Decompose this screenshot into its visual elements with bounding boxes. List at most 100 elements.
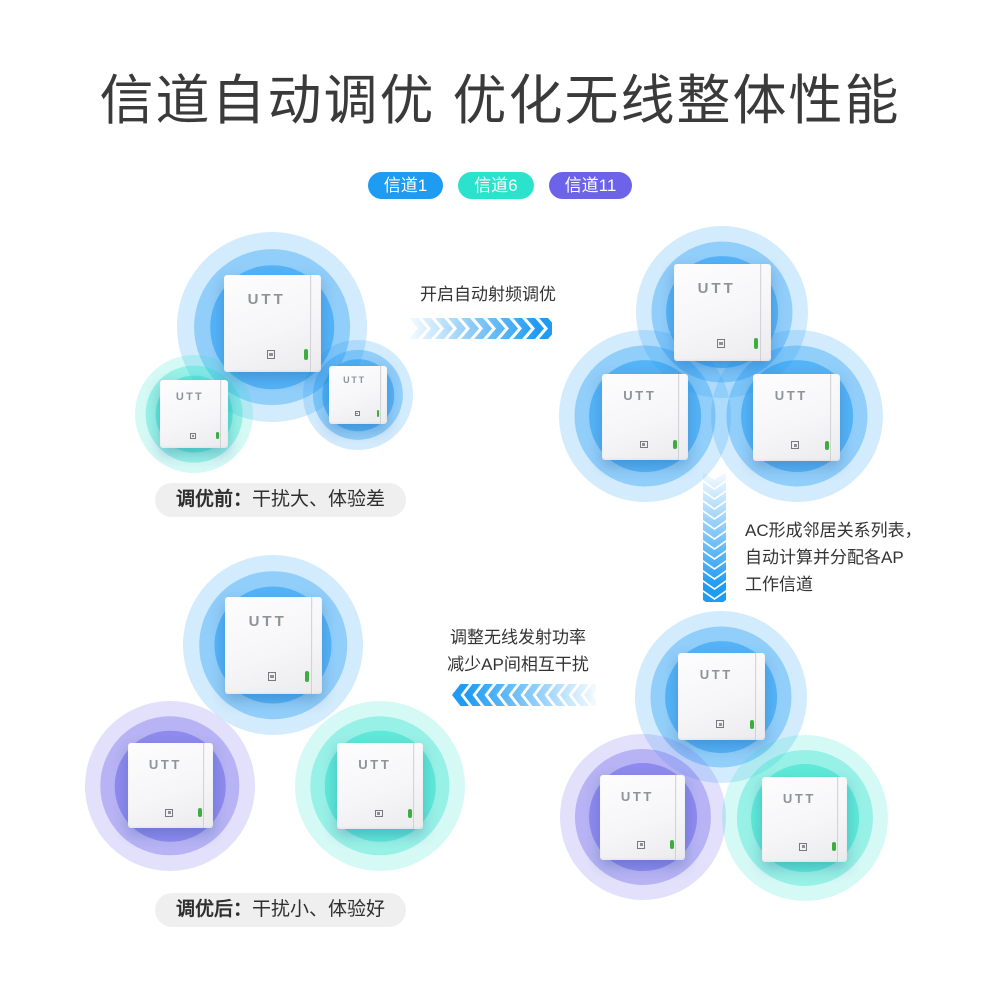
channel-legend: 信道1 信道6 信道11 [0, 172, 1000, 199]
device-groove [754, 653, 757, 740]
chevron-down-icon [703, 512, 726, 528]
chevron-right-icon [461, 318, 479, 339]
device-groove [220, 380, 223, 448]
caption-after-prefix: 调优后： [176, 899, 253, 920]
chevron-down-icon [703, 582, 726, 598]
device-brand-label: UTT [343, 375, 366, 386]
status-led [198, 808, 202, 818]
chevron-down-icon [703, 572, 726, 588]
chevron-right-icon [513, 318, 531, 339]
device-logo-icon [716, 339, 726, 348]
device-logo-icon [716, 720, 725, 729]
arrow-right [409, 318, 557, 339]
device-groove [837, 777, 840, 862]
device-logo-icon [165, 808, 174, 817]
ap-device: UTT [224, 275, 321, 372]
status-led [749, 719, 754, 730]
status-led [832, 842, 836, 852]
device-brand-label: UTT [699, 666, 733, 682]
caption-before-text: 干扰大、体验差 [252, 489, 386, 510]
ap-device: UTT [160, 380, 228, 448]
chevron-left-icon [476, 684, 493, 706]
step3-line1: 调整无线发射功率 [450, 628, 586, 647]
device-brand-label: UTT [247, 290, 286, 308]
caption-before-prefix: 调优前： [176, 489, 253, 510]
device-brand-label: UTT [175, 390, 204, 403]
chevron-down-icon [703, 482, 726, 498]
ap-device: UTT [678, 653, 765, 740]
step2-text: AC形成邻居关系列表， 自动计算并分配各AP 工作信道 [745, 517, 922, 598]
device-brand-label: UTT [697, 279, 736, 297]
device-groove [675, 775, 678, 860]
chevron-down-icon [703, 562, 726, 578]
chevron-down-icon [703, 472, 726, 488]
device-brand-label: UTT [358, 756, 392, 772]
caption-after-text: 干扰小、体验好 [252, 899, 386, 920]
chevron-down-icon [703, 542, 726, 558]
ap-device: UTT [762, 777, 847, 862]
chevron-left-icon [512, 684, 529, 706]
step2-line3: 工作信道 [745, 575, 813, 594]
chevron-right-icon [435, 318, 453, 339]
chevron-right-icon [487, 318, 505, 339]
device-brand-label: UTT [782, 790, 816, 806]
status-led [304, 349, 309, 360]
device-groove [203, 743, 206, 828]
device-logo-icon [791, 441, 800, 450]
device-logo-icon [189, 432, 197, 439]
device-logo-icon [267, 672, 277, 681]
device-groove [380, 366, 383, 424]
device-brand-label: UTT [148, 756, 182, 772]
device-logo-icon [637, 840, 646, 849]
chevron-left-icon [452, 684, 469, 706]
ap-device: UTT [674, 264, 771, 361]
step2-line2: 自动计算并分配各AP [745, 548, 904, 567]
device-groove [413, 743, 416, 829]
device-brand-label: UTT [774, 387, 808, 403]
ap-device: UTT [602, 374, 688, 460]
legend-badge-channel1: 信道1 [367, 172, 444, 199]
status-led [672, 439, 677, 450]
chevron-left-icon [500, 684, 517, 706]
ap-device: UTT [337, 743, 423, 829]
device-groove [309, 275, 312, 372]
chevron-left-icon [572, 684, 589, 706]
device-brand-label: UTT [620, 788, 654, 804]
chevron-left-icon [560, 684, 577, 706]
arrow-left [452, 684, 601, 706]
chevron-left-icon [524, 684, 541, 706]
step2-line1: AC形成邻居关系列表， [745, 521, 922, 540]
arrow-down [703, 472, 726, 608]
device-groove [678, 374, 681, 460]
chevron-left-icon [464, 684, 481, 706]
ap-device: UTT [128, 743, 213, 828]
chevron-left-icon [584, 684, 601, 706]
device-groove [759, 264, 762, 361]
chevron-down-icon [703, 502, 726, 518]
ap-device: UTT [753, 374, 840, 461]
device-groove [829, 374, 832, 461]
ap-device: UTT [225, 597, 322, 694]
device-logo-icon [266, 350, 276, 359]
ap-device: UTT [600, 775, 685, 860]
status-led [407, 808, 412, 819]
step3-text: 调整无线发射功率 减少AP间相互干扰 [428, 624, 608, 678]
chevron-left-icon [488, 684, 505, 706]
chevron-down-icon [703, 532, 726, 548]
ap-device: UTT [329, 366, 387, 424]
status-led [376, 410, 380, 417]
legend-badge-channel11: 信道11 [548, 172, 633, 199]
device-brand-label: UTT [623, 387, 657, 403]
step3-line2: 减少AP间相互干扰 [447, 655, 589, 674]
chevron-left-icon [536, 684, 553, 706]
device-groove [310, 597, 313, 694]
chevron-right-icon [474, 318, 492, 339]
chevron-down-icon [703, 522, 726, 538]
device-logo-icon [799, 842, 808, 851]
chevron-right-icon [422, 318, 440, 339]
device-logo-icon [639, 440, 648, 449]
device-brand-label: UTT [248, 612, 287, 630]
status-led [824, 440, 829, 451]
page-title: 信道自动调优 优化无线整体性能 [99, 71, 901, 131]
chevron-right-icon [500, 318, 518, 339]
